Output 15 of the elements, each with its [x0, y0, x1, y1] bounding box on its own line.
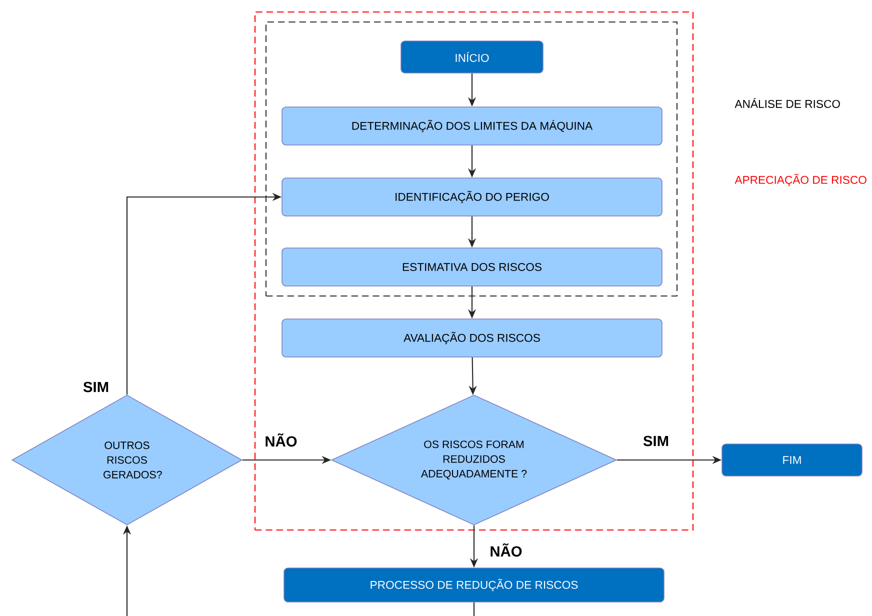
process-box: DETERMINAÇÃO DOS LIMITES DA MÁQUINA — [282, 106, 662, 146]
edge-label: NÃO — [490, 543, 522, 557]
frame-label: APRECIAÇÃO DE RISCO — [734, 174, 866, 186]
process-box: ESTIMATIVA DOS RISCOS — [282, 248, 662, 286]
dashed-frame — [265, 21, 678, 297]
frame-label: ANÁLISE DE RISCO — [734, 98, 840, 108]
terminal-box: INÍCIO — [400, 40, 544, 74]
edge-label: SIM — [83, 382, 108, 392]
edge-label: SIM — [643, 436, 668, 446]
terminal-box: FIM — [722, 444, 862, 476]
process-box: PROCESSO DE REDUÇÃO DE RISCOS — [284, 568, 664, 602]
edge-label: NÃO — [266, 433, 297, 447]
process-box: AVALIAÇÃO DOS RISCOS — [282, 318, 662, 358]
process-box: IDENTIFICAÇÃO DO PERIGO — [282, 178, 662, 216]
dashed-frame — [254, 11, 694, 531]
